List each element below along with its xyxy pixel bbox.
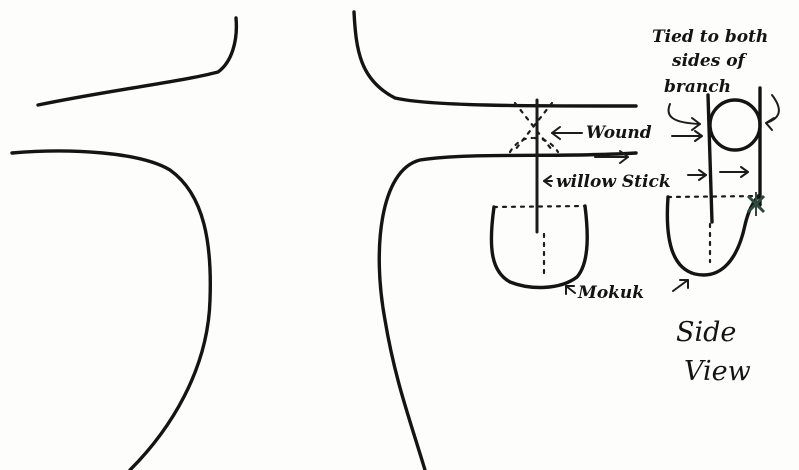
wound-bark-curve-left bbox=[510, 138, 532, 152]
willow-stick-arrow-left bbox=[544, 176, 552, 186]
mokuk-arrow-right bbox=[673, 280, 688, 291]
branch-lower-and-trunk bbox=[379, 153, 636, 470]
wound-arrow bbox=[552, 127, 582, 139]
willow-stick-arrow-right bbox=[688, 170, 706, 180]
upper-left-branch bbox=[38, 18, 236, 105]
willow-stick-arrow-side bbox=[720, 167, 748, 177]
tied-arrow-left bbox=[669, 104, 700, 130]
label-view: View bbox=[684, 356, 751, 387]
branch-cross-section bbox=[710, 100, 760, 150]
label-wound: Wound bbox=[586, 123, 652, 143]
mokuk-front-body bbox=[491, 206, 587, 287]
tied-arrow-right bbox=[766, 95, 779, 130]
tied-arrow-left-lower bbox=[672, 131, 702, 141]
label-tied-line3: branch bbox=[664, 77, 731, 97]
lower-left-branch-and-trunk bbox=[12, 151, 210, 470]
label-willow-stick: willow Stick bbox=[556, 172, 671, 192]
label-tied-line2: sides of bbox=[671, 51, 748, 71]
mokuk-arrow-left bbox=[566, 286, 575, 294]
label-tied-line1: Tied to both bbox=[652, 27, 768, 47]
mokuk-front-rim bbox=[494, 206, 585, 207]
mokuk-side-rim bbox=[668, 196, 760, 197]
right-trunk-upper bbox=[354, 12, 636, 106]
label-mokuk: Mokuk bbox=[577, 283, 644, 303]
label-side: Side bbox=[676, 317, 736, 348]
